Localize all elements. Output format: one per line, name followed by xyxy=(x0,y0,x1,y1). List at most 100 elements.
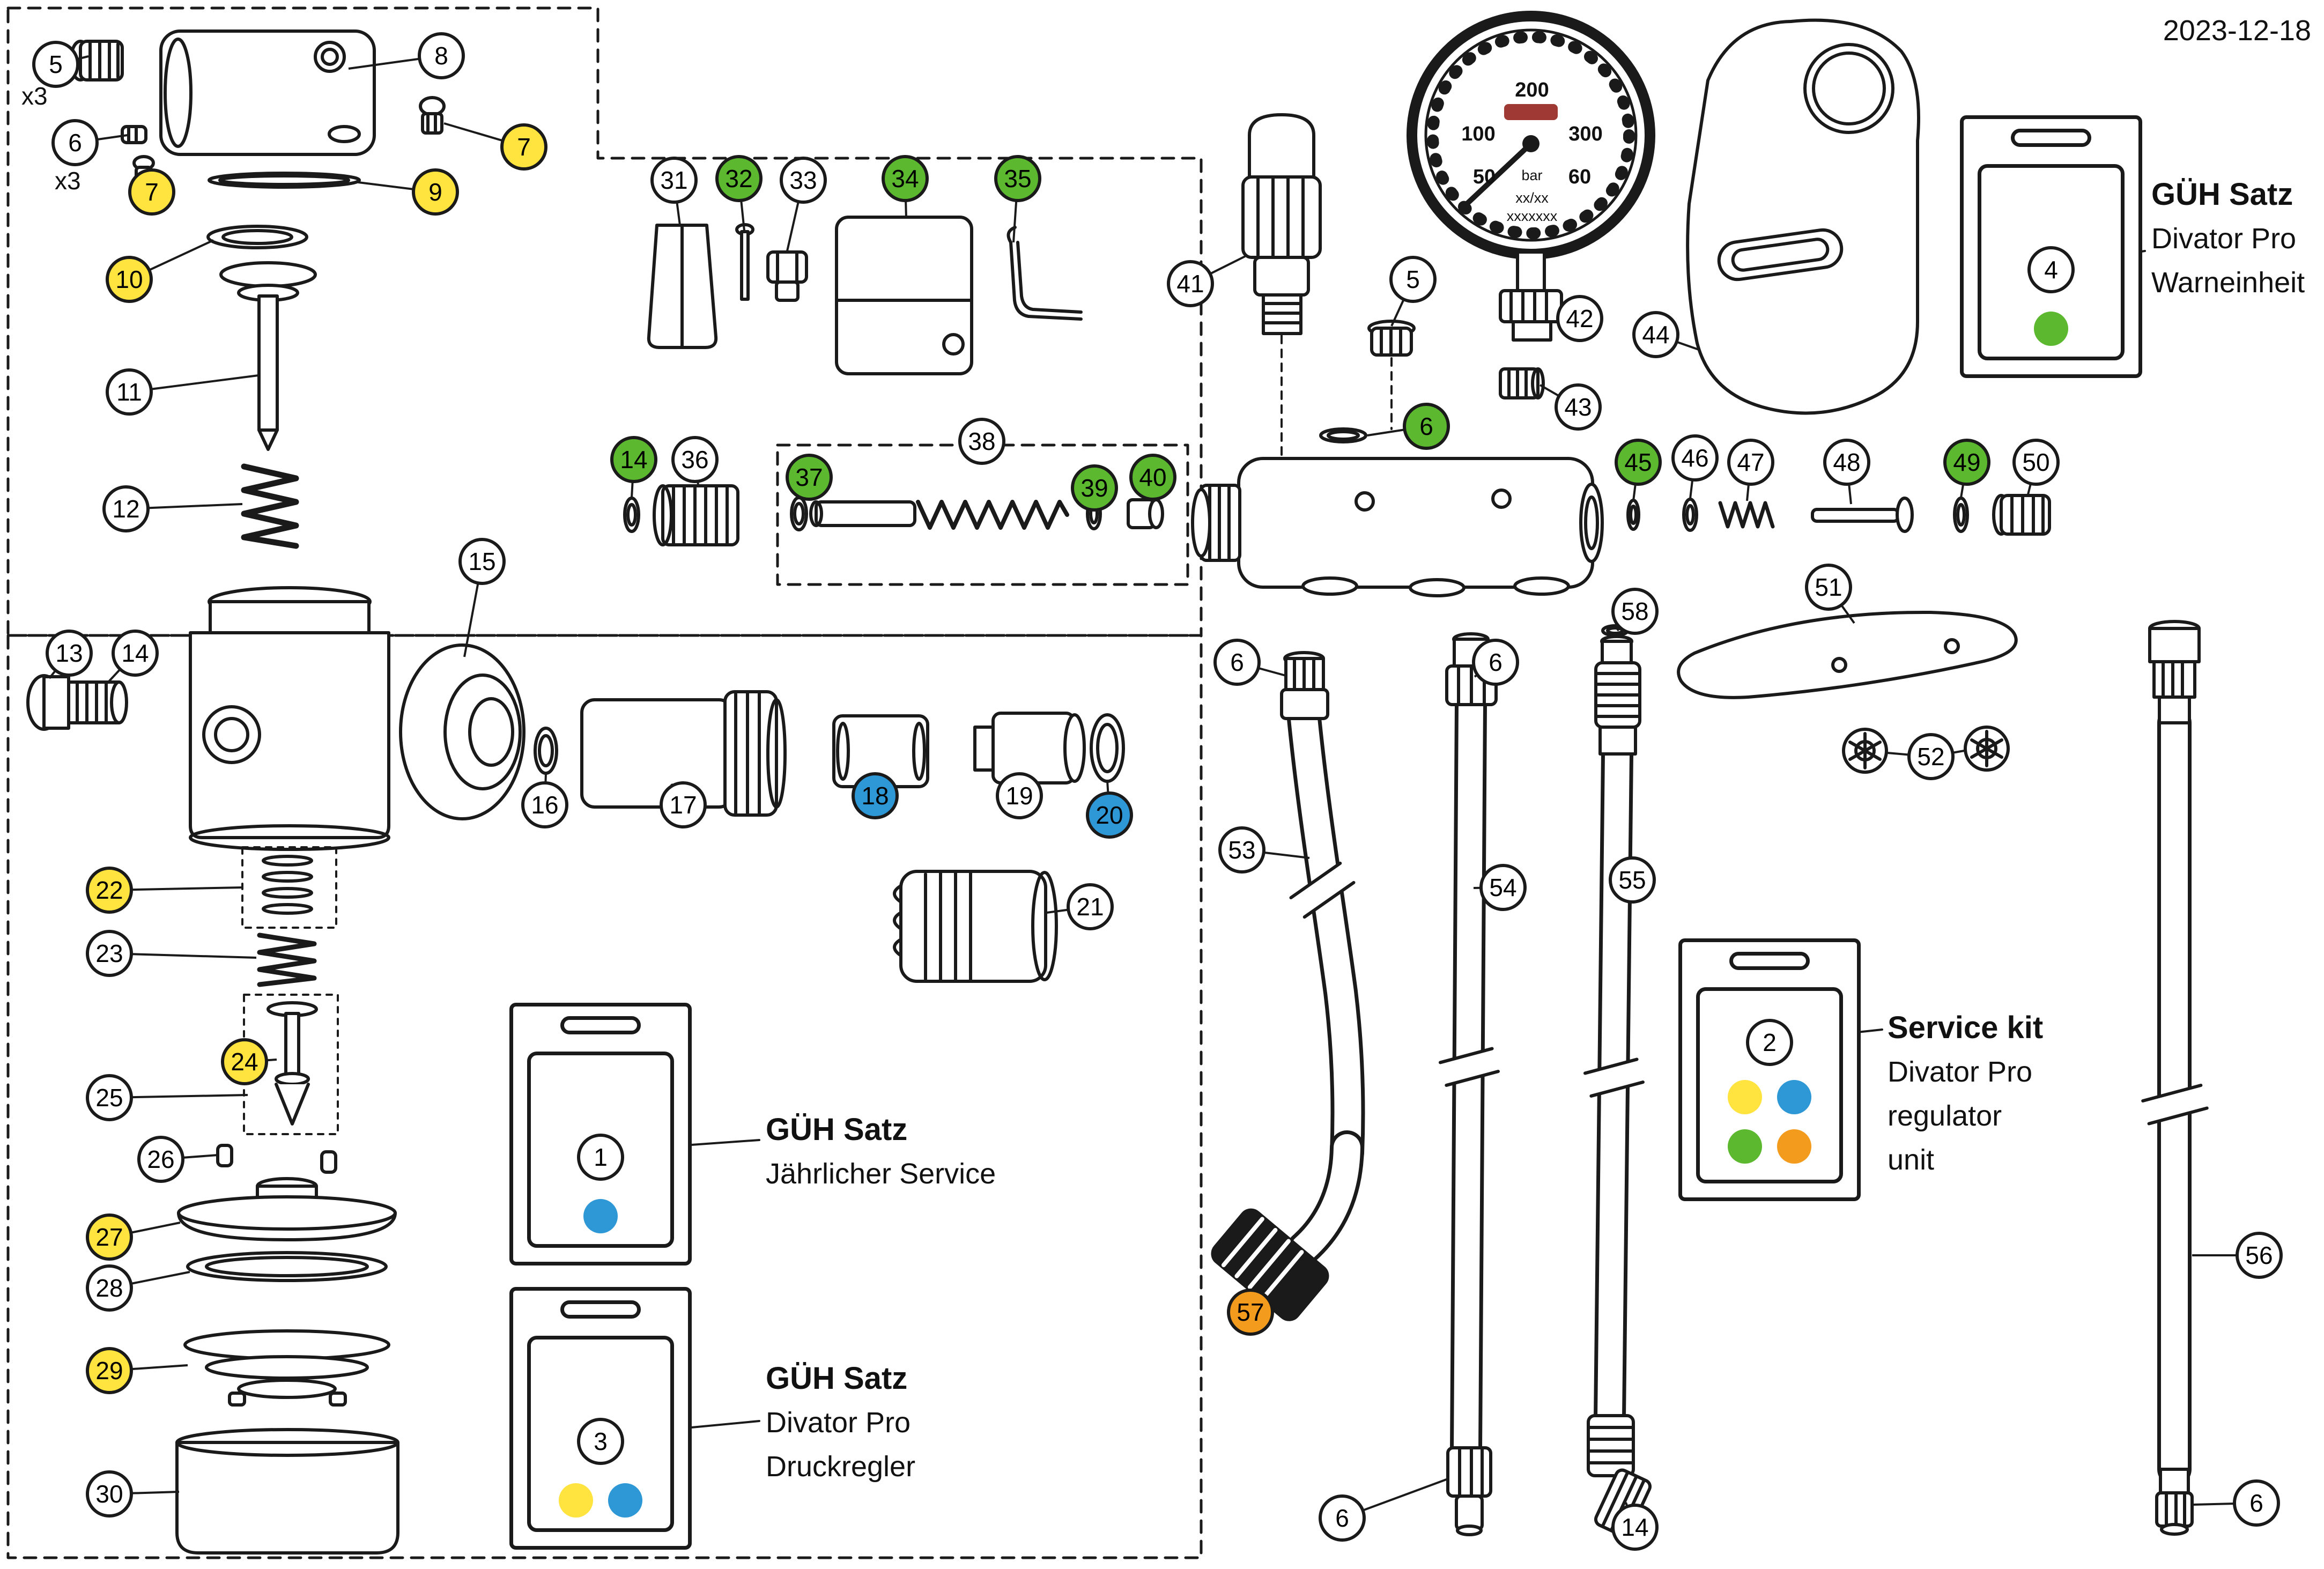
callout-5: 5 xyxy=(32,41,79,88)
callout-42: 42 xyxy=(1556,295,1603,342)
green-dot xyxy=(2034,312,2068,346)
part-diaphragm-cover-27 xyxy=(177,1177,397,1241)
gauge-label-60: 60 xyxy=(1568,166,1591,188)
callout-18: 18 xyxy=(852,772,899,819)
part-body-8 xyxy=(159,29,376,156)
callout-15: 15 xyxy=(458,538,506,585)
callout-35: 35 xyxy=(994,155,1041,202)
callout-12: 12 xyxy=(102,485,150,532)
revision-date: 2023-12-18 xyxy=(2163,14,2311,47)
callout-53: 53 xyxy=(1218,826,1265,874)
part-screw-6 xyxy=(121,125,147,144)
callout-29: 29 xyxy=(86,1347,133,1394)
kit-label-line: regulator xyxy=(1888,1100,2002,1132)
part-plug-5b xyxy=(1367,320,1416,357)
part-valve-24-25 xyxy=(267,1001,318,1126)
part-oring-9 xyxy=(208,172,361,189)
gauge-dial-text: 100 200 300 50 60 bar xx/xx xxxxxxx xyxy=(1461,79,1602,224)
callout-22: 22 xyxy=(86,867,133,914)
part-cap-30 xyxy=(175,1428,399,1555)
callout-5: 5 xyxy=(1389,256,1437,303)
callout-27: 27 xyxy=(86,1213,133,1261)
part-plug-5 xyxy=(69,40,124,82)
callout-14: 14 xyxy=(1611,1504,1659,1551)
part-ring-10 xyxy=(206,225,308,249)
callout-51: 51 xyxy=(1805,564,1852,611)
part-lever-51 xyxy=(1677,610,2018,699)
package-item-number-3: 3 xyxy=(577,1418,624,1465)
part-sleeve-17 xyxy=(580,690,787,817)
part-hose-53 xyxy=(1211,651,1365,1321)
kit-label-line: Divator Pro xyxy=(1888,1056,2033,1088)
kit-label-line: GÜH Satz xyxy=(766,1361,908,1396)
callout-24: 24 xyxy=(221,1038,268,1085)
blue-dot xyxy=(608,1483,642,1518)
green-dot xyxy=(1728,1129,1762,1164)
callout-16: 16 xyxy=(521,781,568,828)
kit-label-line: Druckregler xyxy=(766,1450,916,1483)
part-hose-56 xyxy=(2141,620,2209,1536)
package-item-number-4: 4 xyxy=(2027,246,2075,293)
callout-47: 47 xyxy=(1727,439,1774,486)
part-spring-12 xyxy=(241,463,299,549)
package-window: 1 xyxy=(527,1052,674,1248)
callout-9: 9 xyxy=(412,168,459,216)
gauge-brand-logo xyxy=(1504,104,1558,120)
callout-6: 6 xyxy=(51,119,99,166)
package-card-4: 4 xyxy=(1960,115,2142,378)
package-window: 3 xyxy=(527,1336,674,1532)
callout-37: 37 xyxy=(786,454,833,501)
callout-39: 39 xyxy=(1071,464,1118,512)
yellow-dot xyxy=(1728,1080,1762,1114)
part-washer-46 xyxy=(1682,498,1698,532)
callout-7: 7 xyxy=(500,123,547,171)
callout-6: 6 xyxy=(2233,1479,2280,1527)
part-rings-22 xyxy=(262,855,313,915)
package-hang-slot xyxy=(2011,129,2091,147)
part-spring-23 xyxy=(257,932,317,987)
part-pin-32 xyxy=(735,223,754,301)
kit-label-line: GÜH Satz xyxy=(766,1112,908,1147)
part-oring-49 xyxy=(1953,497,1969,533)
callout-33: 33 xyxy=(780,157,827,204)
package-item-number-1: 1 xyxy=(577,1134,624,1181)
callout-50: 50 xyxy=(2012,439,2060,486)
gauge-serial-1: xx/xx xyxy=(1515,190,1549,206)
package-window: 2 xyxy=(1696,987,1843,1183)
callout-41: 41 xyxy=(1167,260,1214,307)
gauge-label-50: 50 xyxy=(1473,166,1496,188)
callout-6: 6 xyxy=(1319,1494,1366,1542)
quantity-annotation: x3 xyxy=(55,167,81,195)
leader-line xyxy=(109,952,257,959)
callout-44: 44 xyxy=(1632,311,1679,358)
package-window: 4 xyxy=(1978,164,2125,360)
callout-20: 20 xyxy=(1086,791,1133,839)
callout-11: 11 xyxy=(106,368,153,416)
part-knob-21 xyxy=(893,870,1058,983)
yellow-dot xyxy=(559,1483,593,1518)
callout-43: 43 xyxy=(1555,383,1602,431)
dashed-box-top xyxy=(6,6,1203,637)
gauge-unit: bar xyxy=(1521,167,1542,183)
quantity-annotation: x3 xyxy=(21,82,48,110)
callout-31: 31 xyxy=(650,157,698,204)
callout-14: 14 xyxy=(112,630,159,677)
callout-19: 19 xyxy=(996,772,1043,819)
package-hang-slot xyxy=(560,1300,641,1319)
callout-34: 34 xyxy=(882,155,929,202)
part-manifold-block xyxy=(1191,457,1604,597)
part-valve-stem-11 xyxy=(219,261,317,451)
kit-label-line: Warneinheit xyxy=(2151,267,2305,299)
package-color-dots xyxy=(555,1199,646,1233)
callout-49: 49 xyxy=(1943,439,1990,486)
gauge-label-100: 100 xyxy=(1461,123,1495,145)
callout-7: 7 xyxy=(128,168,175,216)
callout-38: 38 xyxy=(958,418,1005,465)
gauge-label-300: 300 xyxy=(1568,123,1602,145)
callout-6: 6 xyxy=(1403,403,1450,450)
callout-52: 52 xyxy=(1907,733,1955,780)
part-oring-6-green xyxy=(1319,427,1367,443)
orange-dot xyxy=(1777,1129,1811,1164)
